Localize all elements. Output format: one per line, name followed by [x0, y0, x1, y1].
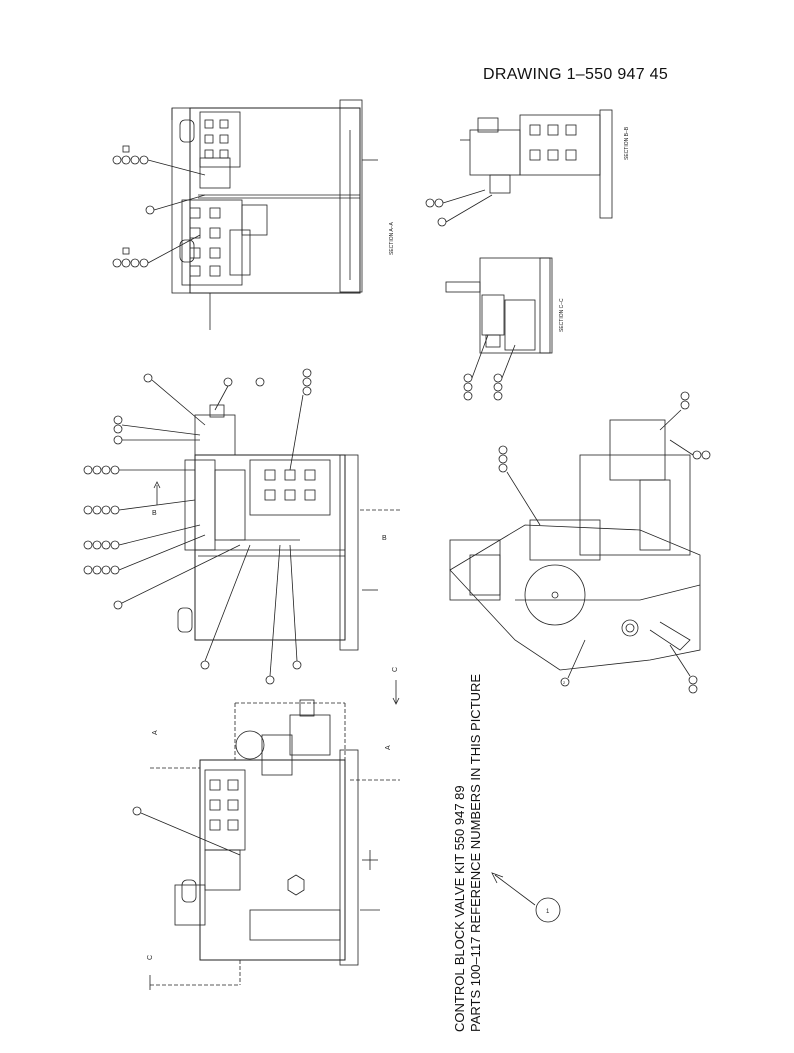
cut-letter-a-right: A	[385, 745, 392, 750]
view-section-a-a	[171, 99, 378, 330]
view-section-b-b	[460, 109, 613, 219]
cut-letter-b-left: B	[152, 510, 157, 517]
item-2-number: 2	[563, 680, 566, 685]
section-c-c-label: SECTION C–C	[559, 298, 565, 332]
view-section-c-c	[445, 257, 553, 354]
callouts-section-b-b	[425, 189, 493, 227]
view-middle-elevation	[177, 404, 400, 651]
callouts-section-c-c	[463, 334, 516, 401]
item-1-number: 1	[546, 909, 550, 915]
cut-letter-b-right: B	[382, 535, 387, 542]
section-a-a-label: SECTION A–A	[389, 222, 395, 255]
cut-letter-c-bottom: C	[147, 955, 154, 960]
callouts-middle-elevation	[83, 368, 312, 685]
view-isometric	[449, 419, 701, 671]
drawing-number: DRAWING 1–550 947 45	[483, 66, 669, 83]
cut-letter-c-top: C	[392, 667, 399, 672]
callouts-section-a-a	[112, 145, 206, 268]
callouts-main-elevation	[132, 806, 241, 856]
cut-line-b	[153, 481, 161, 505]
cut-letter-a-left: A	[152, 730, 159, 735]
view-main-elevation	[149, 699, 400, 990]
item-1-callout	[491, 872, 561, 923]
section-b-b-label: SECTION B–B	[624, 126, 630, 160]
callouts-isometric	[498, 391, 711, 694]
